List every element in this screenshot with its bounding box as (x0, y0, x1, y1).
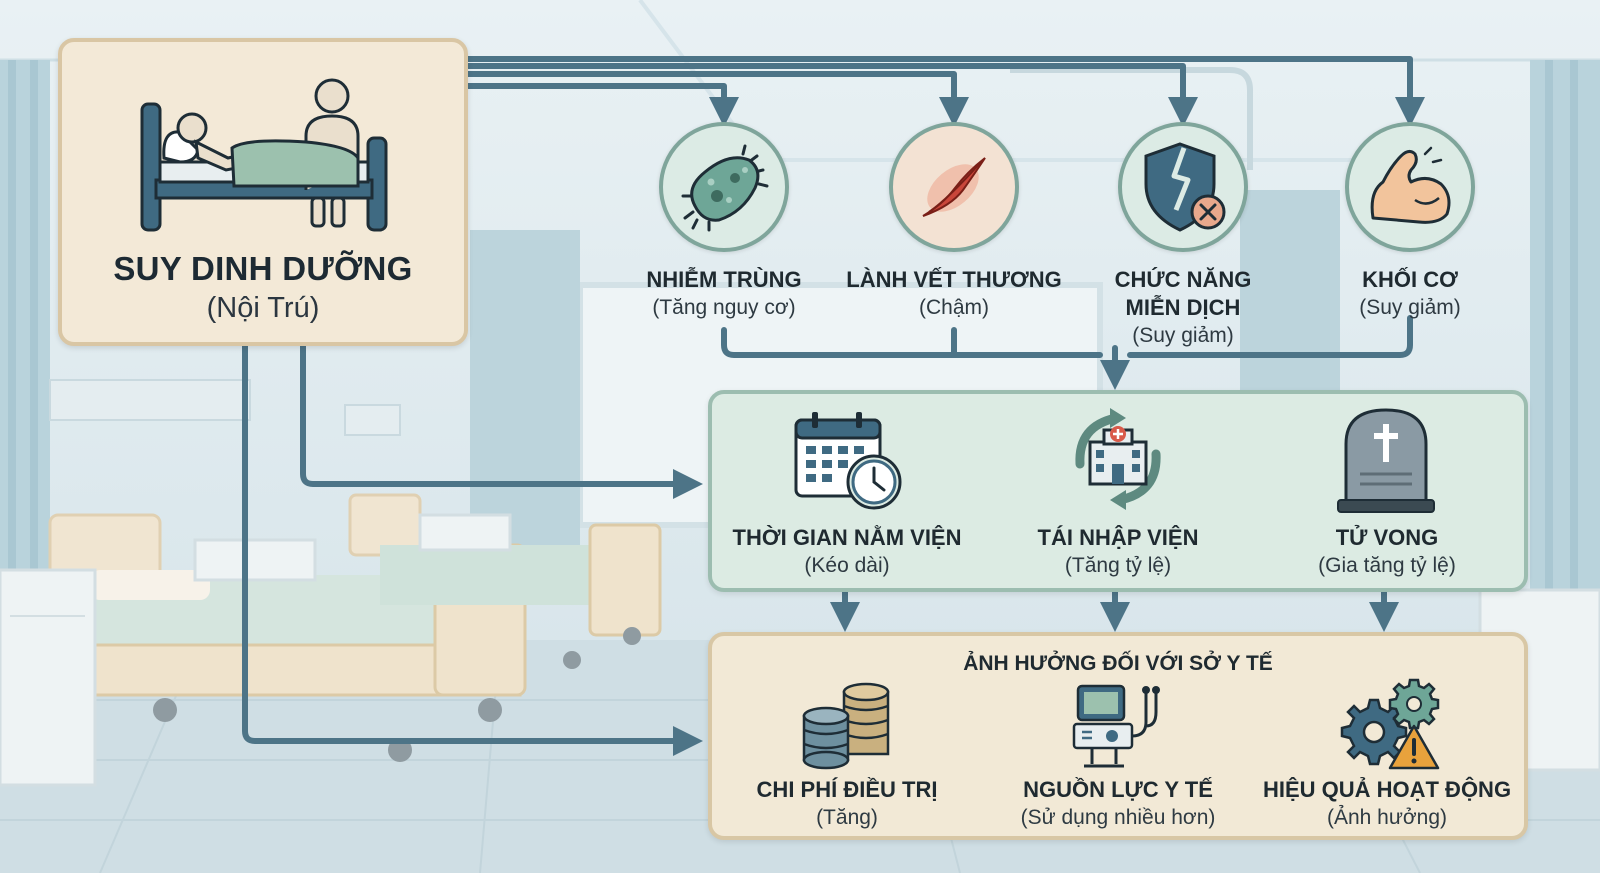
effect-immune-function: CHỨC NĂNG MIỄN DỊCH (Suy giảm) (1073, 122, 1293, 350)
tombstone-icon (1337, 408, 1435, 513)
outcome-subtitle: (Gia tăng tỷ lệ) (1318, 554, 1456, 577)
impact-subtitle: (Ảnh hưởng) (1326, 806, 1448, 829)
effect-title: NHIỄM TRÙNG (646, 267, 802, 292)
effect-circle (1345, 122, 1475, 252)
health-system-impact-box: ẢNH HƯỞNG ĐỐI VỚI SỞ Y TẾ CHI PHÍ ĐIỀU T… (708, 632, 1528, 840)
effect-title: KHỐI CƠ (1362, 267, 1458, 292)
impact-title: NGUỒN LỰC Y TẾ (1023, 777, 1213, 802)
effect-title-line2: MIỄN DỊCH (1125, 295, 1241, 320)
gears-warning-icon (1340, 678, 1440, 770)
outcome-title: TỬ VONG (1335, 525, 1439, 550)
outcome-mortality: TỬ VONG (Gia tăng tỷ lệ) (1252, 524, 1522, 580)
effect-title: LÀNH VẾT THƯƠNG (846, 267, 1062, 292)
arrow-merge-infection (721, 327, 1103, 358)
patient-bed-icon (140, 78, 388, 232)
outcome-subtitle: (Kéo dài) (804, 554, 890, 577)
arrow-to-infection (459, 83, 739, 127)
effect-muscle-mass: KHỐI CƠ (Suy giảm) (1300, 122, 1520, 322)
source-title: SUY DINH DƯỠNG (113, 250, 413, 287)
effect-subtitle: (Chậm) (918, 296, 989, 319)
muscle-arm-icon (1370, 146, 1451, 224)
effect-infection: NHIỄM TRÙNG (Tăng nguy cơ) (614, 122, 834, 322)
source-subtitle: (Nội Trú) (206, 292, 320, 324)
effect-wound-healing: LÀNH VẾT THƯƠNG (Chậm) (844, 122, 1064, 322)
coin-stacks-icon (802, 682, 890, 770)
effect-subtitle: (Tăng nguy cơ) (652, 296, 796, 319)
impact-subtitle: (Sử dụng nhiều hơn) (1020, 806, 1216, 829)
effect-subtitle: (Suy giảm) (1132, 324, 1234, 347)
outcome-title: TÁI NHẬP VIỆN (1037, 525, 1199, 550)
outcome-readmission: TÁI NHẬP VIỆN (Tăng tỷ lệ) (983, 524, 1253, 580)
impact-operational-efficiency: HIỆU QUẢ HOẠT ĐỘNG (Ảnh hưởng) (1252, 776, 1522, 832)
outcome-title: THỜI GIAN NẰM VIỆN (732, 525, 962, 550)
hospital-cycle-icon (1075, 408, 1161, 510)
outcome-subtitle: (Tăng tỷ lệ) (1064, 554, 1172, 577)
effect-circle (659, 122, 789, 252)
source-box: SUY DINH DƯỠNG (Nội Trú) (58, 38, 468, 346)
broken-shield-icon (1144, 142, 1226, 232)
impact-subtitle: (Tăng) (816, 806, 878, 829)
effect-circle (889, 122, 1019, 252)
outcomes-box: THỜI GIAN NẰM VIỆN (Kéo dài) TÁI NHẬP VI… (708, 390, 1528, 592)
bacteria-icon (681, 144, 769, 232)
impact-health-resources: NGUỒN LỰC Y TẾ (Sử dụng nhiều hơn) (983, 776, 1253, 832)
impact-title: CHI PHÍ ĐIỀU TRỊ (756, 777, 938, 802)
effect-circle (1118, 122, 1248, 252)
arrow-source-to-impact (242, 339, 703, 756)
impact-heading: ẢNH HƯỞNG ĐỐI VỚI SỞ Y TẾ (963, 652, 1273, 675)
impact-title: HIỆU QUẢ HOẠT ĐỘNG (1262, 777, 1512, 802)
outcome-length-of-stay: THỜI GIAN NẰM VIỆN (Kéo dài) (712, 524, 982, 580)
impact-treatment-cost: CHI PHÍ ĐIỀU TRỊ (Tăng) (712, 776, 982, 832)
medical-monitor-icon (1072, 684, 1160, 768)
effect-title: CHỨC NĂNG (1114, 267, 1252, 292)
arrow-to-muscle (459, 56, 1425, 127)
calendar-clock-icon (794, 412, 902, 510)
wound-icon (922, 157, 986, 217)
arrow-to-wound (459, 71, 969, 127)
effect-subtitle: (Suy giảm) (1359, 296, 1461, 319)
arrow-to-immune (459, 63, 1198, 127)
arrow-source-to-outcomes (300, 339, 703, 499)
arrow-merge-muscle (1127, 315, 1413, 358)
